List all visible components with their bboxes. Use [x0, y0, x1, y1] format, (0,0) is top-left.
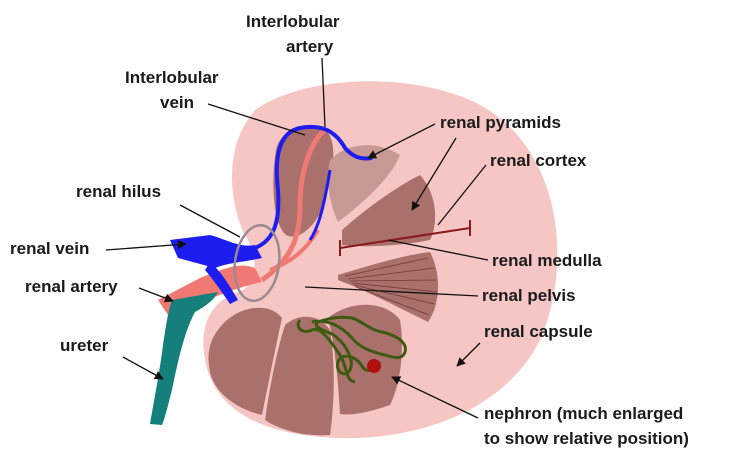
label-renal-cortex: renal cortex: [490, 151, 587, 170]
label-nephron: nephron (much enlarged to show relative …: [484, 404, 689, 448]
label-interlobular-artery: Interlobular artery: [246, 12, 344, 56]
label-interlobular-vein: Interlobular vein: [125, 68, 223, 112]
glomerulus: [367, 359, 381, 373]
label-renal-pyramids: renal pyramids: [440, 113, 561, 132]
label-renal-pelvis: renal pelvis: [482, 286, 576, 305]
leader-renal-hilus: [180, 205, 240, 237]
label-ureter: ureter: [60, 336, 109, 355]
label-renal-hilus: renal hilus: [76, 182, 161, 201]
arrow-renal-artery: [139, 288, 173, 301]
label-renal-capsule: renal capsule: [484, 322, 593, 341]
arrow-ureter: [123, 357, 163, 379]
label-renal-vein: renal vein: [10, 239, 89, 258]
label-renal-medulla: renal medulla: [492, 251, 602, 270]
label-renal-artery: renal artery: [25, 277, 118, 296]
